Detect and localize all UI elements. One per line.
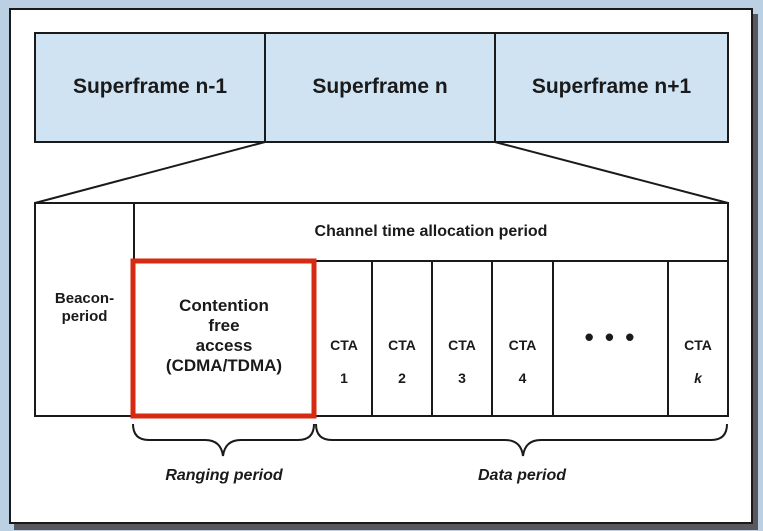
- cta-number: 1: [340, 370, 348, 387]
- data-brace: [315, 423, 728, 457]
- zoom-line-right: [494, 141, 729, 204]
- cta-number: 4: [518, 370, 527, 387]
- channel-time-allocation-label: Channel time allocation period: [314, 223, 548, 240]
- superframe-next-label: Superframe n+1: [531, 75, 692, 98]
- cta-slot-1: CTA 1: [316, 320, 372, 387]
- superframe-prev-label: Superframe n-1: [72, 75, 228, 98]
- zoom-line-left: [34, 141, 266, 204]
- cta-prefix: CTA: [388, 336, 416, 353]
- cta-prefix: CTA: [508, 336, 537, 353]
- superframe-prev-box: [34, 32, 266, 143]
- beacon-period-label: Beacon- period: [54, 290, 115, 325]
- cta-prefix: CTA: [448, 336, 476, 353]
- ellipsis: • • •: [584, 322, 637, 352]
- cta-slot-2: CTA 2: [372, 320, 432, 387]
- cta-slot-4: CTA 4: [492, 320, 553, 387]
- superframe-next-box: [494, 32, 729, 143]
- contention-free-label: Contention free access (CDMA/TDMA): [165, 296, 283, 375]
- cta-prefix: CTA: [330, 336, 358, 353]
- data-period-label: Data period: [477, 467, 566, 484]
- cta-prefix: CTA: [684, 336, 712, 353]
- superframe-current-box: [264, 32, 496, 143]
- cta-slot-k: CTA k: [668, 320, 728, 387]
- cta-number: 2: [398, 370, 406, 387]
- contention-free-highlight: [130, 258, 317, 419]
- cta-number: k: [694, 370, 702, 387]
- cta-number: 3: [458, 370, 466, 387]
- cta-slot-3: CTA 3: [432, 320, 492, 387]
- superframe-current-label: Superframe n: [312, 75, 448, 98]
- ranging-brace: [132, 423, 315, 457]
- ranging-period-label: Ranging period: [165, 467, 283, 484]
